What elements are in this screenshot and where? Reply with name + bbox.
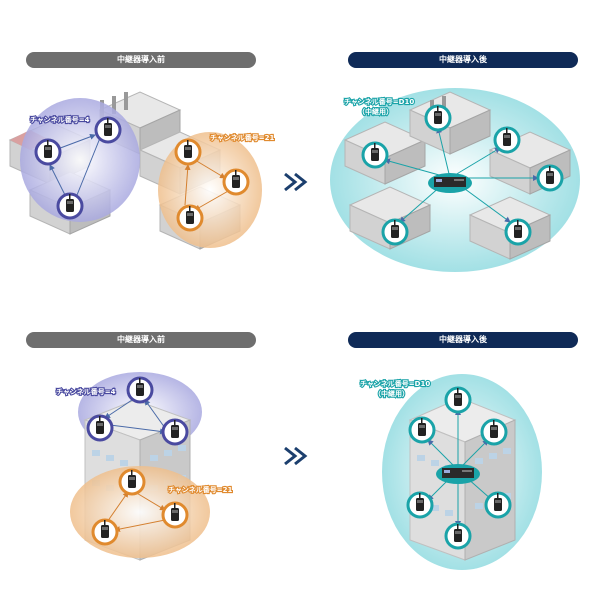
radio-icon [408, 416, 436, 444]
channel-label-relay: （中継用） [358, 107, 393, 116]
channel-label-21: チャンネル番号=21 [168, 485, 233, 494]
radio-icon [91, 518, 119, 546]
radio-icon [56, 192, 84, 220]
radio-icon [94, 116, 122, 144]
heading-before-bottom: 中継器導入前 [26, 332, 256, 348]
channel-label-4: チャンネル番号=4 [30, 115, 90, 124]
radio-icon [161, 418, 189, 446]
radio-icon [381, 218, 409, 246]
radio-icon [161, 501, 189, 529]
radio-icon [176, 204, 204, 232]
radio-icon [504, 218, 532, 246]
radio-icon [86, 414, 114, 442]
repeater-icon [436, 464, 480, 484]
top-before-scene: チャンネル番号=4 チャンネル番号=21 [9, 91, 276, 250]
channel-label-relay: （中継用） [374, 389, 409, 398]
radio-icon [174, 138, 202, 166]
radio-icon [484, 491, 512, 519]
arrow-bottom [284, 446, 308, 466]
radio-icon [444, 522, 472, 550]
channel-label-d10: チャンネル番号=D10 [360, 379, 430, 388]
bottom-before-scene: チャンネル番号=4 チャンネル番号=21 [55, 372, 234, 561]
radio-icon [536, 164, 564, 192]
radio-icon [361, 141, 389, 169]
channel-label-21: チャンネル番号=21 [210, 133, 275, 142]
arrow-top [284, 172, 308, 192]
channel-label-4: チャンネル番号=4 [56, 387, 116, 396]
radio-icon [424, 104, 452, 132]
top-after-scene: チャンネル番号=D10 （中継用） [330, 88, 580, 272]
bottom-after-scene: チャンネル番号=D10 （中継用） [359, 374, 542, 570]
radio-icon [126, 376, 154, 404]
radio-icon [222, 168, 250, 196]
heading-after-top: 中継器導入後 [348, 52, 578, 68]
heading-after-bottom: 中継器導入後 [348, 332, 578, 348]
radio-icon [493, 126, 521, 154]
heading-before-top: 中継器導入前 [26, 52, 256, 68]
radio-icon [118, 468, 146, 496]
radio-icon [406, 491, 434, 519]
channel-label-d10: チャンネル番号=D10 [344, 97, 414, 106]
radio-icon [480, 418, 508, 446]
repeater-icon [428, 173, 472, 193]
radio-icon [34, 138, 62, 166]
radio-icon [444, 386, 472, 414]
